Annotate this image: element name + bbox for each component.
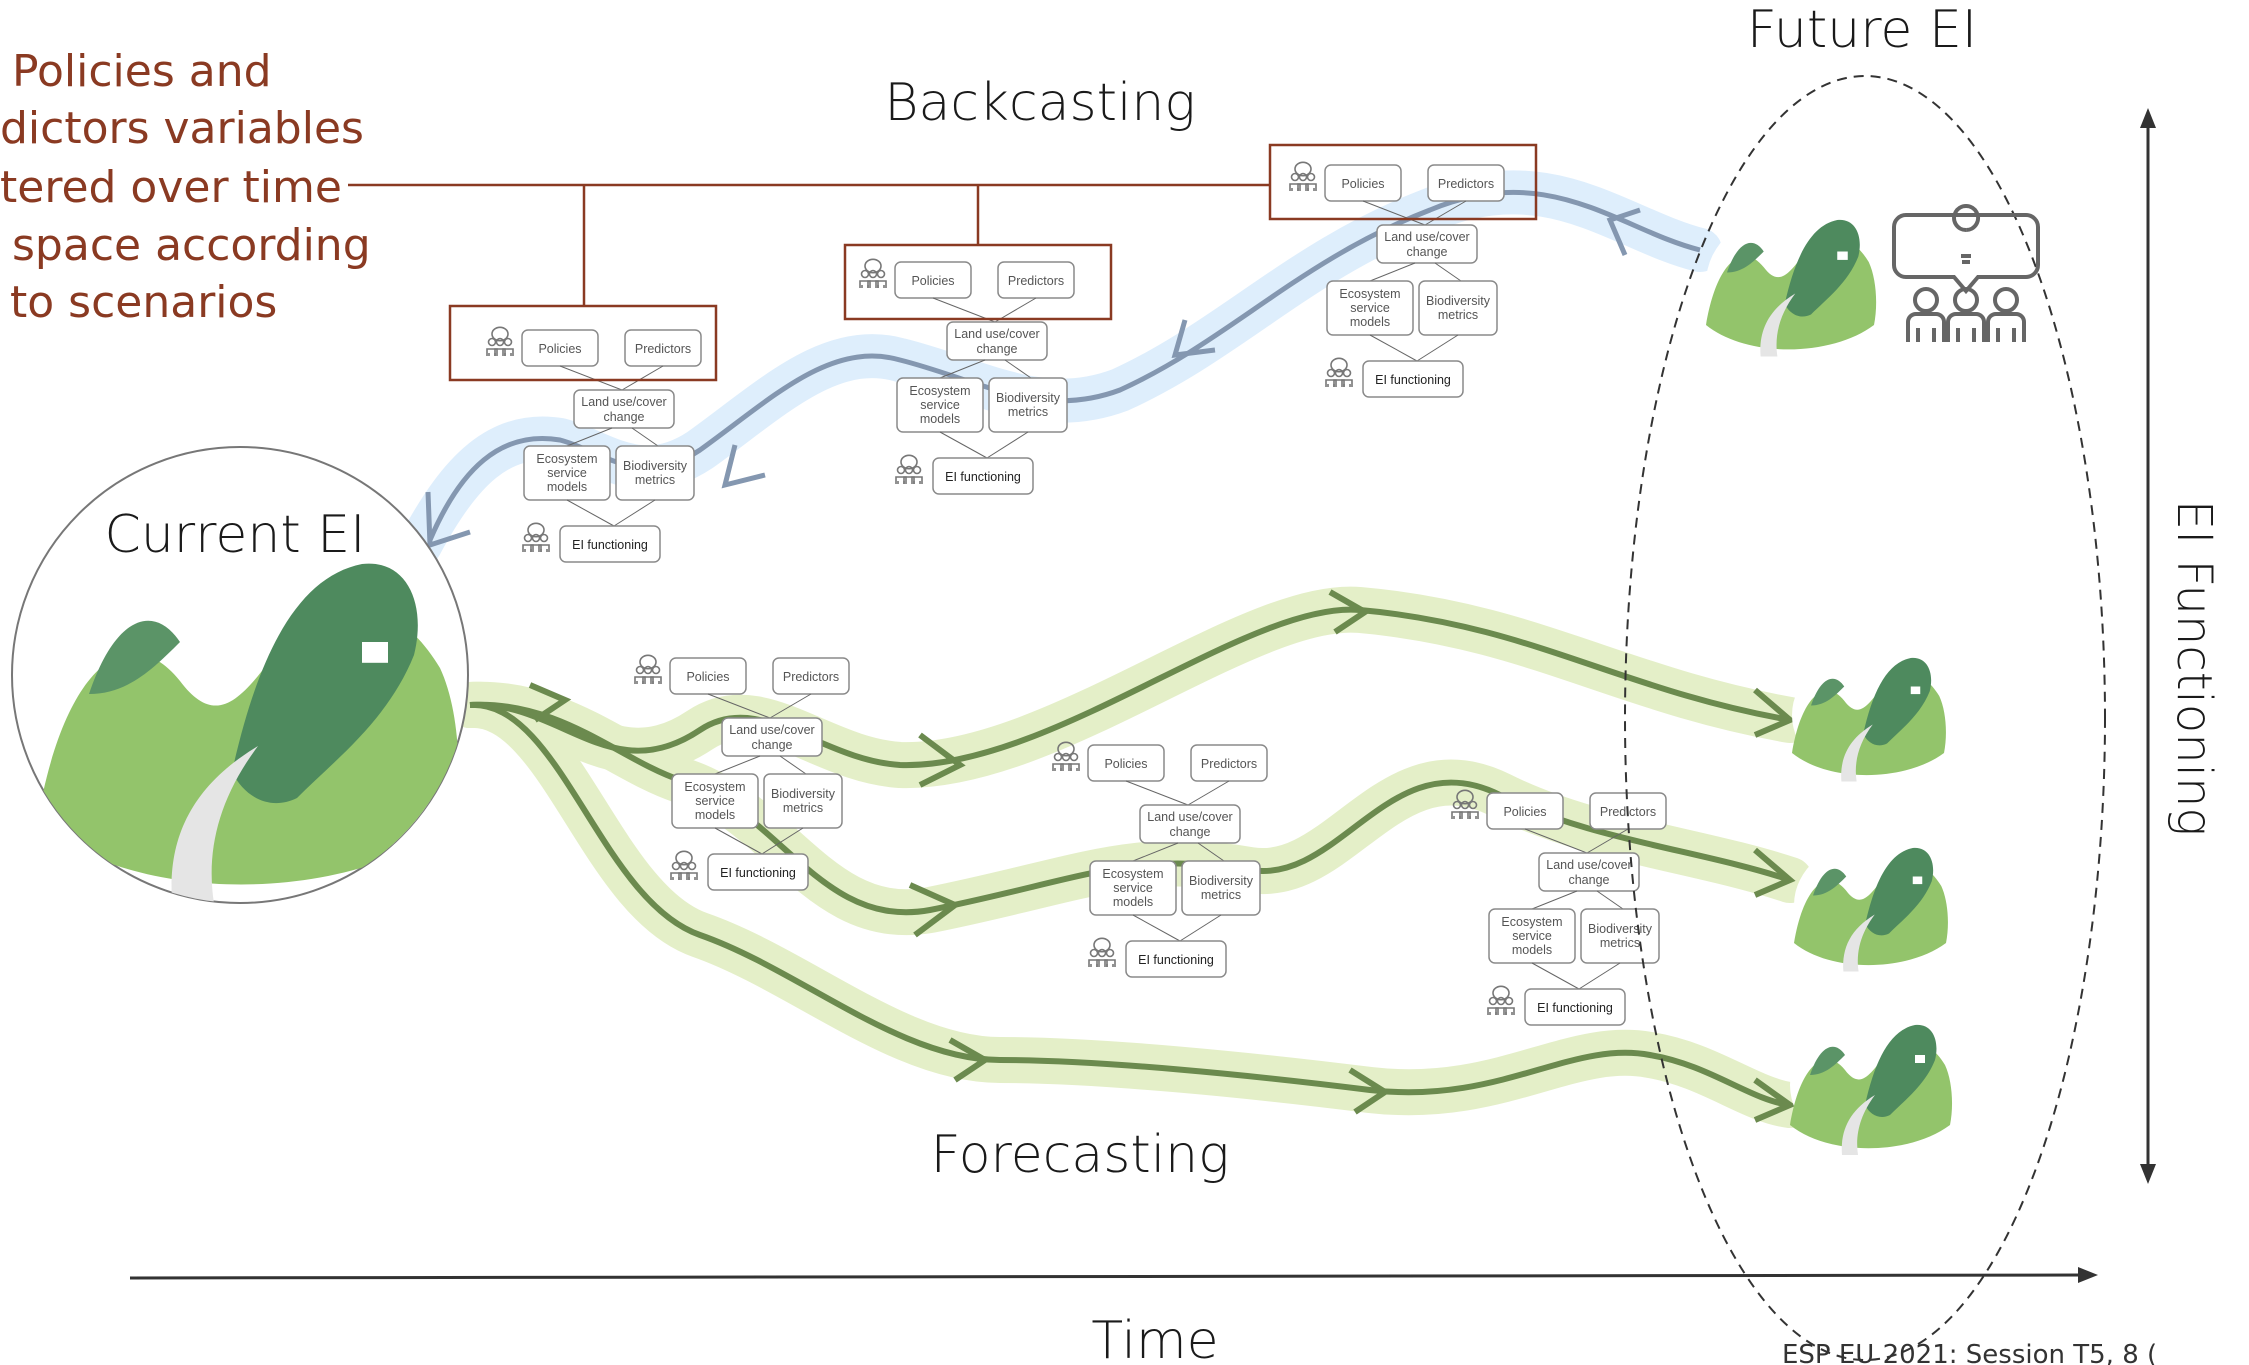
ecosystem-service-label: models (1512, 943, 1552, 957)
ecosystem-service-label: service (920, 398, 960, 412)
predictors-label: Predictors (1008, 274, 1064, 288)
biodiversity-label: metrics (1201, 888, 1241, 902)
ecosystem-service-label: Ecosystem (909, 384, 970, 398)
policy-note-line-3: tered over time (0, 162, 342, 213)
future-ei-title: Future EI (1747, 0, 1977, 60)
current-ei-title: Current EI (105, 505, 366, 565)
ecosystem-service-label: Ecosystem (536, 452, 597, 466)
land-use-label: change (1169, 825, 1210, 839)
future-landscape-2 (1794, 840, 1948, 972)
land-use-label: change (976, 342, 1017, 356)
policy-connector (348, 143, 1538, 382)
policies-label: Policies (686, 670, 729, 684)
biodiversity-label: metrics (1008, 405, 1048, 419)
biodiversity-label: metrics (783, 801, 823, 815)
biodiversity-label: metrics (635, 473, 675, 487)
ei-functioning-node-label: EI functioning (572, 538, 648, 552)
biodiversity-label: Biodiversity (1426, 294, 1491, 308)
future-landscape-top (1706, 211, 1877, 357)
predictors-label: Predictors (1201, 757, 1257, 771)
policy-note: Policies and dictors variables tered ove… (0, 46, 371, 328)
biodiversity-label: metrics (1600, 936, 1640, 950)
policies-label: Policies (1104, 757, 1147, 771)
biodiversity-label: Biodiversity (771, 787, 836, 801)
land-use-label: Land use/cover (729, 723, 814, 737)
current-ei-landscape (11, 446, 469, 904)
ecosystem-service-label: service (547, 466, 587, 480)
ecosystem-service-label: Ecosystem (1339, 287, 1400, 301)
policy-note-line-2: dictors variables (0, 103, 364, 154)
biodiversity-label: Biodiversity (1588, 922, 1653, 936)
time-axis (129, 1267, 2098, 1283)
land-use-label: change (1568, 873, 1609, 887)
ecosystem-service-label: models (1113, 895, 1153, 909)
ecosystem-service-label: Ecosystem (684, 780, 745, 794)
ei-functioning-label: EI Functioning (2166, 500, 2222, 836)
policies-label: Policies (538, 342, 581, 356)
biodiversity-label: Biodiversity (1189, 874, 1254, 888)
future-landscape-1 (1792, 650, 1946, 782)
land-use-label: Land use/cover (1384, 230, 1469, 244)
land-use-label: Land use/cover (954, 327, 1039, 341)
policy-note-line-1: Policies and (12, 46, 272, 97)
land-use-label: Land use/cover (1147, 810, 1232, 824)
policies-label: Policies (911, 274, 954, 288)
ei-functioning-node-label: EI functioning (1537, 1001, 1613, 1015)
ecosystem-service-label: Ecosystem (1102, 867, 1163, 881)
future-landscape-3 (1790, 1017, 1953, 1155)
predictors-label: Predictors (1438, 177, 1494, 191)
footer-citation: ESP EU 2021: Session T5, 8 ( (1782, 1340, 2157, 1365)
ecosystem-service-label: service (1113, 881, 1153, 895)
land-use-label: Land use/cover (1546, 858, 1631, 872)
ei-functioning-node-label: EI functioning (945, 470, 1021, 484)
predictors-label: Predictors (635, 342, 691, 356)
land-use-label: change (751, 738, 792, 752)
ei-functioning-node-label: EI functioning (1138, 953, 1214, 967)
stakeholders-idea-icon (1892, 204, 2040, 344)
land-use-label: Land use/cover (581, 395, 666, 409)
policies-label: Policies (1503, 805, 1546, 819)
policies-label: Policies (1341, 177, 1384, 191)
time-label: Time (1091, 1311, 1218, 1365)
land-use-label: change (1406, 245, 1447, 259)
ecosystem-service-label: models (547, 480, 587, 494)
predictors-label: Predictors (783, 670, 839, 684)
ecosystem-service-label: service (1350, 301, 1390, 315)
forecasting-title: Forecasting (931, 1125, 1230, 1185)
backcasting-title: Backcasting (884, 73, 1195, 133)
ecosystem-service-label: models (1350, 315, 1390, 329)
model-cluster-fore-3 (1452, 790, 1666, 1025)
land-use-label: change (603, 410, 644, 424)
biodiversity-label: Biodiversity (996, 391, 1061, 405)
policy-note-line-5: to scenarios (10, 277, 277, 328)
ei-functioning-node-label: EI functioning (1375, 373, 1451, 387)
ei-functioning-node-label: EI functioning (720, 866, 796, 880)
ecosystem-service-label: Ecosystem (1501, 915, 1562, 929)
policy-note-line-4: space according (12, 220, 371, 271)
ecosystem-service-label: service (695, 794, 735, 808)
biodiversity-label: metrics (1438, 308, 1478, 322)
biodiversity-label: Biodiversity (623, 459, 688, 473)
ecosystem-service-label: models (920, 412, 960, 426)
ei-functioning-axis (2140, 108, 2156, 1184)
ecosystem-service-label: models (695, 808, 735, 822)
ecosystem-service-label: service (1512, 929, 1552, 943)
future-ei-ellipse (1624, 75, 2106, 1361)
